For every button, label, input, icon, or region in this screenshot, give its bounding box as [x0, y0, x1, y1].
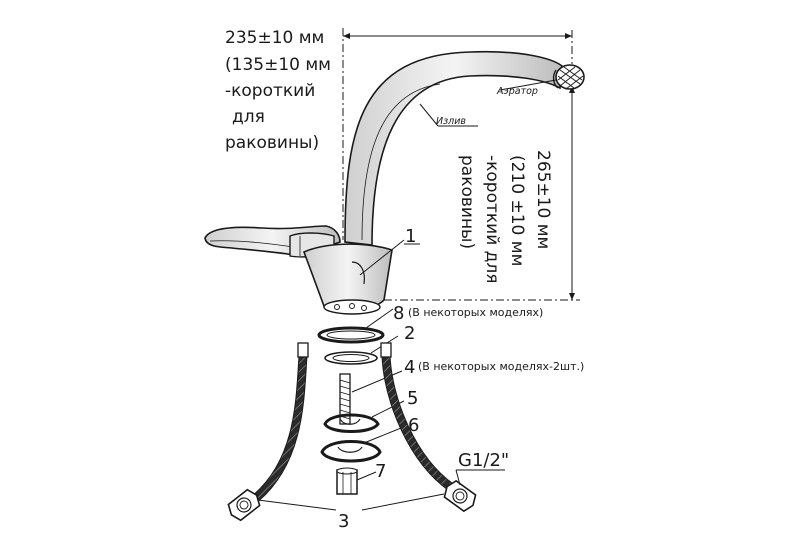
part-2-flange [324, 335, 399, 365]
part-3-number: 3 [338, 511, 349, 532]
length-alt-line-3: для [232, 107, 265, 127]
part-4-note: (В некоторых моделях-2шт.) [418, 360, 584, 373]
thread-label: G1/2" [458, 450, 509, 471]
length-dimension: 235±10 мм [225, 28, 324, 48]
height-dimension: 265±10 мм [533, 150, 553, 249]
part-7-nut [336, 467, 377, 495]
part-6-number: 6 [408, 415, 419, 436]
length-alt-line-4: раковины) [225, 133, 319, 153]
dimension-lines [342, 28, 580, 301]
height-alt-line-3: раковины) [457, 155, 477, 249]
part-2-number: 2 [404, 323, 415, 344]
spout [344, 50, 563, 246]
part-6-clamp [320, 425, 407, 463]
faucet-body [302, 243, 393, 315]
part-1-number: 1 [405, 226, 416, 247]
part-7-number: 7 [375, 461, 386, 482]
length-alt-line-2: -короткий [225, 81, 315, 101]
aerator [552, 64, 585, 90]
spout-label: Излив [436, 116, 466, 127]
part-3-hoses [227, 342, 505, 522]
part-8-number: 8 [393, 303, 404, 324]
height-alt-line-2: -короткий для [482, 155, 502, 284]
part-8-note: (В некоторых моделях) [408, 306, 543, 319]
leader-lines [359, 79, 557, 276]
part-8-gasket [317, 308, 394, 344]
part-5-number: 5 [407, 388, 418, 409]
part-4-number: 4 [404, 357, 415, 378]
aerator-label: Аэратор [496, 86, 538, 97]
length-alt-line-1: (135±10 мм [225, 55, 331, 75]
height-alt-line-1: (210 ±10 мм [507, 155, 527, 266]
